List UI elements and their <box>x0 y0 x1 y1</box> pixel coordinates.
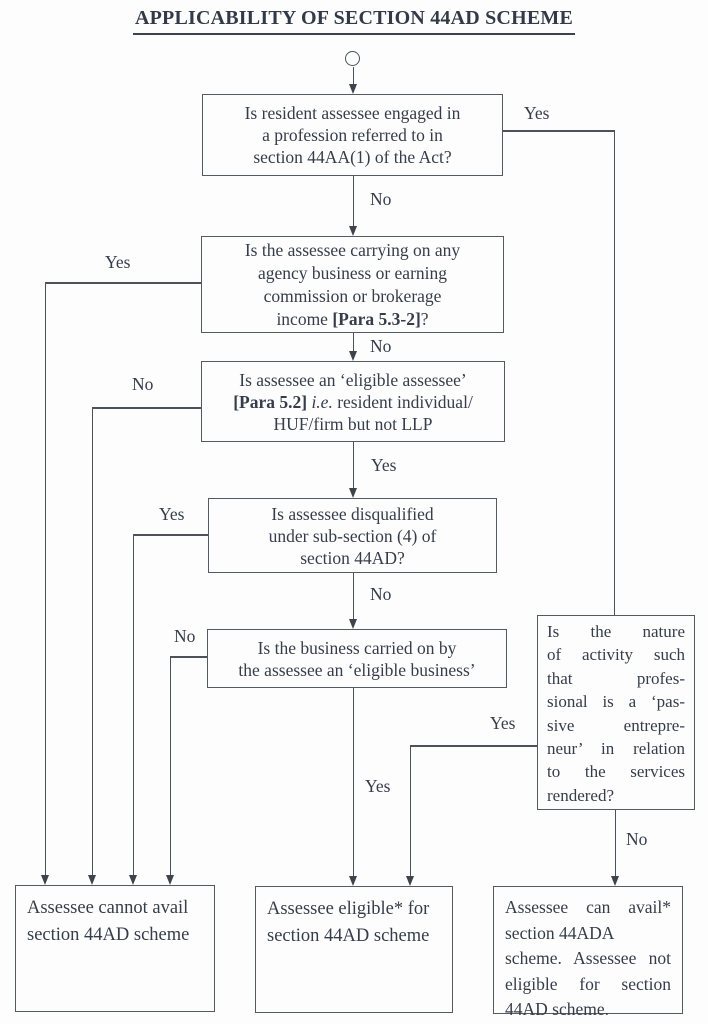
page-title: APPLICABILITY OF SECTION 44AD SCHEME <box>132 7 575 35</box>
text-line: section 44AD? <box>300 547 405 568</box>
text-line: Assessee cannot avail <box>27 898 189 918</box>
edge-q1-no-line <box>352 176 355 226</box>
text-line: Is assessee disqualified <box>271 503 434 524</box>
arrow-down-icon <box>348 84 357 94</box>
text-line: scheme. Assessee not <box>505 948 671 969</box>
result-cannot-avail-box: Assessee cannot avail section 44AD scheme <box>15 885 215 1012</box>
edge-q2-yes-hline <box>45 282 201 284</box>
text-line: eligible for section <box>505 973 671 994</box>
result-eligible-box: Assessee eligible* for section 44AD schem… <box>255 886 453 1013</box>
edge-q1-yes-vline <box>613 130 616 615</box>
title-wrap: APPLICABILITY OF SECTION 44AD SCHEME <box>0 7 708 35</box>
edge-passive-yes-vline <box>409 745 412 876</box>
label-q5-yes: Yes <box>365 776 391 796</box>
arrow-down-icon <box>128 875 137 885</box>
arrow-down-icon <box>348 226 357 236</box>
decision-passive-entrepreneur-box: Is the nature of activity such that profes… <box>537 615 695 810</box>
text-line: Assessee eligible* for <box>267 899 430 919</box>
text-line: that profes- <box>547 668 685 688</box>
label-passive-yes: Yes <box>490 713 516 733</box>
text-line: 44AD scheme. <box>505 999 610 1020</box>
edge-q3-no-hline <box>92 407 201 409</box>
label-q1-no: No <box>370 189 392 209</box>
text-line: Is the assessee carrying on any <box>244 239 461 260</box>
arrow-down-icon <box>405 876 414 886</box>
text-line: under sub-section (4) of <box>268 525 437 546</box>
text-line: Is resident assessee engaged in <box>244 103 461 123</box>
arrow-down-icon <box>348 876 357 886</box>
arrow-down-icon <box>165 875 174 885</box>
label-passive-no: No <box>626 829 648 849</box>
edge-q4-yes-vline <box>132 534 135 875</box>
edge-q3-no-vline <box>91 407 94 875</box>
text-line: sional is a ‘pas- <box>547 692 685 712</box>
edge-q2-no-line <box>352 333 355 352</box>
label-q3-yes: Yes <box>371 455 397 475</box>
text-line: of activity such <box>547 645 685 665</box>
text-line: agency business or earning <box>257 262 448 283</box>
label-q2-no: No <box>370 336 392 356</box>
label-q2-yes: Yes <box>105 252 131 272</box>
edge-q2-yes-vline <box>44 282 47 875</box>
arrow-down-icon <box>348 619 357 629</box>
text-line: [Para 5.2] i.e. resident individual/ <box>233 391 473 412</box>
label-q3-no: No <box>132 374 154 394</box>
arrow-down-icon <box>348 488 357 498</box>
text-line: Is assessee an ‘eligible assessee’ <box>239 369 467 390</box>
arrow-down-icon <box>348 351 357 361</box>
edge-passive-yes-hline <box>410 745 537 747</box>
text-line: income [Para 5.3-2]? <box>276 308 429 329</box>
text-line: commission or brokerage <box>263 285 442 306</box>
decision-eligible-assessee-box: Is assessee an ‘eligible assessee’[Para … <box>201 361 505 442</box>
label-q5-no: No <box>174 626 196 646</box>
text-line: a profession referred to in <box>262 125 443 145</box>
label-q4-yes: Yes <box>159 504 185 524</box>
arrow-down-icon <box>40 875 49 885</box>
text-line: HUF/firm but not LLP <box>273 413 433 434</box>
label-q1-yes: Yes <box>524 103 550 123</box>
edge-q5-no-hline <box>170 656 207 658</box>
text-line: sive entrepre- <box>547 715 685 735</box>
text-line: rendered? <box>547 785 615 805</box>
text-line: section 44AD scheme <box>267 926 430 946</box>
text-line: the assessee an ‘eligible business’ <box>238 659 476 680</box>
text-line: Assessee can avail* <box>505 897 671 917</box>
start-node-icon <box>345 51 360 66</box>
text-line: section 44ADA <box>505 922 615 943</box>
text-line: section 44AD scheme <box>27 925 190 945</box>
result-44ada-box: Assessee can avail* section 44ADA scheme. … <box>493 886 683 1019</box>
edge-q3-yes-line <box>352 442 355 489</box>
arrow-down-icon <box>610 876 619 886</box>
edge-passive-no-line <box>614 810 617 876</box>
text-line: Is the business carried on by <box>257 637 457 658</box>
text-line: neur’ in relation <box>547 739 685 759</box>
arrow-down-icon <box>87 875 96 885</box>
edge-q4-yes-hline <box>133 534 208 536</box>
text-line: to the services <box>547 762 685 782</box>
text-line: section 44AA(1) of the Act? <box>253 147 452 167</box>
edge-q4-no-line <box>352 573 355 620</box>
edge-q5-yes-line <box>352 688 355 876</box>
edge-start-line <box>352 67 355 84</box>
text-line: Is the nature <box>547 622 685 641</box>
edge-q1-yes-hline <box>503 130 614 132</box>
label-q4-no: No <box>370 584 392 604</box>
edge-q5-no-vline <box>169 656 172 875</box>
